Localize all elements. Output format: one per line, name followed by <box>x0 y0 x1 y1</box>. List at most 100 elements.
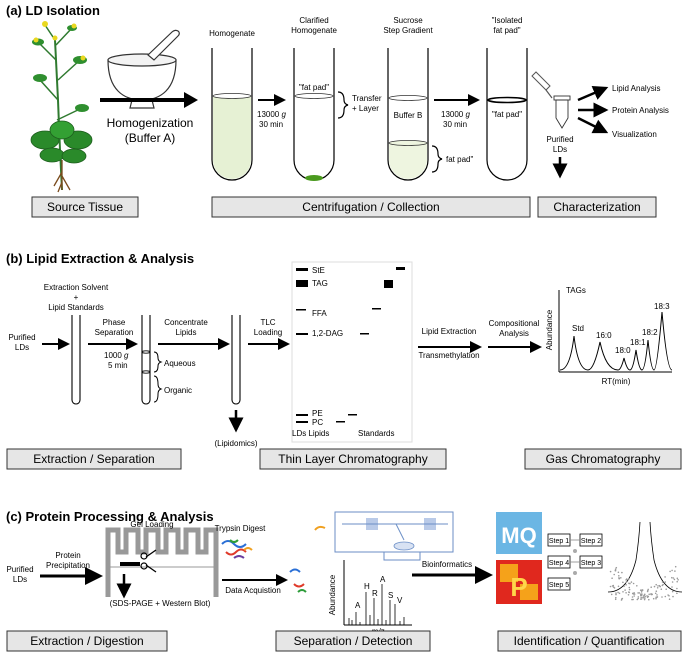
plant-illustration <box>30 21 93 193</box>
volcano-dot <box>617 571 620 574</box>
section-b-title: (b) Lipid Extraction & Analysis <box>6 251 194 266</box>
purified-tube-icon <box>553 95 571 129</box>
volcano-dot <box>615 596 617 599</box>
box-tlc-label: Thin Layer Chromatography <box>278 452 427 466</box>
box-centrifugation <box>211 196 531 218</box>
section-a-title: (a) LD Isolation <box>6 3 100 18</box>
pipette-icon <box>531 71 553 99</box>
volcano-dot <box>611 585 614 587</box>
volcano-dot <box>625 584 627 586</box>
volcano-dot <box>646 595 648 597</box>
volcano-dot <box>650 586 652 588</box>
ms-peak-h: H <box>364 582 370 591</box>
lc-ms-deflect <box>395 523 405 541</box>
section-a: (a) LD Isolation <box>6 3 669 218</box>
volcano-dot <box>612 586 615 588</box>
volcano-dot <box>655 596 657 599</box>
lipid-standards-label: Lipid Standards <box>48 303 104 312</box>
fat-pad-label: fat pad" <box>446 155 473 164</box>
volcano-dot <box>622 581 624 584</box>
volcano-dot <box>642 595 645 597</box>
tlc-band-pc <box>296 421 308 423</box>
volcano-dot <box>618 592 621 595</box>
volcano-dot <box>643 598 646 601</box>
gc-std-label: Std <box>572 324 584 333</box>
volcano-dot <box>633 593 636 595</box>
volcano-dot <box>656 596 659 598</box>
volcano-dot <box>676 577 679 580</box>
box-characterization <box>537 196 657 218</box>
volcano-dot <box>617 591 619 594</box>
concentrate-tube <box>231 315 241 405</box>
extraction-solvent-label: Extraction Solvent <box>44 283 109 292</box>
purified-lds-a-1: Purified <box>546 135 573 144</box>
ms-peak-r: R <box>372 589 378 598</box>
purified-lds-b-2: LDs <box>15 343 29 352</box>
volcano-dot <box>646 596 649 598</box>
lipid-extraction-label: Lipid Extraction <box>422 327 477 336</box>
box-extraction-separation <box>6 448 182 470</box>
fat-pad-quote: "fat pad" <box>299 83 329 92</box>
homogenization-label: Homogenization <box>107 116 194 130</box>
brace-organic <box>153 375 163 403</box>
volcano-dot <box>636 598 639 601</box>
volcano-dot <box>664 576 666 578</box>
compositional-label-1: Compositional <box>489 319 540 328</box>
volcano-dot <box>669 570 671 573</box>
std-band-pc <box>336 421 345 423</box>
volcano-dot <box>638 592 641 594</box>
sds-page-label: (SDS-PAGE + Western Blot) <box>110 599 211 608</box>
volcano-dot <box>614 598 617 601</box>
arrow-visualization <box>577 116 609 134</box>
volcano-dot <box>627 578 630 580</box>
box-source-tissue-label: Source Tissue <box>47 200 123 214</box>
tlc-pe-label: PE <box>312 409 323 418</box>
mortar-pestle-icon <box>107 29 180 109</box>
std-band-pe <box>348 414 357 416</box>
volcano-dot <box>673 578 676 581</box>
phase-time: 5 min <box>108 361 128 370</box>
box-gc <box>524 448 682 470</box>
volcano-dot <box>659 585 661 588</box>
tlc-plate <box>291 261 413 443</box>
brace-clarified <box>337 91 349 119</box>
volcano-plot <box>607 521 683 601</box>
volcano-dot <box>661 584 664 587</box>
volcano-dot <box>610 593 613 596</box>
phase-speed: 1000 g <box>104 351 129 360</box>
gc-180-label: 18:0 <box>615 346 631 355</box>
transmethylation-label: Transmethylation <box>418 351 479 360</box>
peptide-red <box>293 583 305 588</box>
tlc-loading-label-2: Loading <box>254 328 282 337</box>
volcano-dot <box>672 595 674 598</box>
ms-abundance-label: Abundance <box>328 574 337 615</box>
volcano-dot <box>671 576 673 579</box>
volcano-dot <box>614 568 617 570</box>
tube-clarified-label-1: Clarified <box>299 16 328 25</box>
purified-lds-c-2: LDs <box>13 575 27 584</box>
volcano-dot <box>674 565 677 568</box>
volcano-dot <box>656 587 659 589</box>
peptides-icon <box>221 539 253 559</box>
gc-181-label: 18:1 <box>630 338 646 347</box>
volcano-dot <box>617 585 620 588</box>
volcano-dot <box>613 573 615 576</box>
buffer-a-label: (Buffer A) <box>125 131 175 145</box>
gc-abundance-label: Abundance <box>545 309 554 350</box>
section-c-title: (c) Protein Processing & Analysis <box>6 509 214 524</box>
ms-peak-v: V <box>397 596 403 605</box>
volcano-dot <box>609 570 612 573</box>
phase-label-1: Phase <box>103 318 126 327</box>
step1-speed: 13000 g <box>257 110 286 119</box>
transfer-label: Transfer <box>352 94 382 103</box>
volcano-dot <box>664 581 667 583</box>
gc-tags-label: TAGs <box>566 286 586 295</box>
volcano-dot <box>671 586 673 588</box>
volcano-dot <box>657 585 659 587</box>
box-extraction-separation-label: Extraction / Separation <box>33 452 154 466</box>
homogenization-arrowhead <box>184 92 198 108</box>
tube-sucrose-label-1: Sucrose <box>393 16 423 25</box>
volcano-dot <box>655 583 657 586</box>
volcano-dot <box>628 586 631 589</box>
tlc-ffa-label: FFA <box>312 309 327 318</box>
